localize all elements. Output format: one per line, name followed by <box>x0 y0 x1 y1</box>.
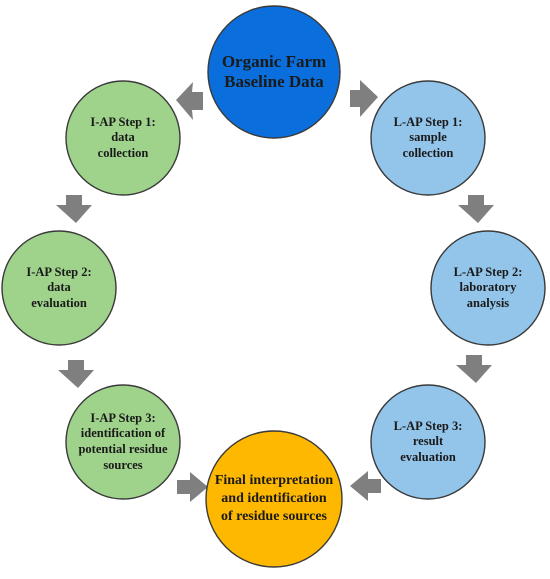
arrow-left1-to-left2 <box>56 195 92 223</box>
node-bottom-label: Final interpretation and identification … <box>214 472 334 525</box>
node-bottom-circle <box>205 430 343 568</box>
node-left1-circle <box>65 80 181 196</box>
node-left3-label: I-AP Step 3: identification of potential… <box>78 410 168 472</box>
node-right1-label: L-AP Step 1: sample collection <box>393 114 463 160</box>
node-right2-circle <box>430 230 546 346</box>
node-right3-label: L-AP Step 3: result evaluation <box>393 418 463 464</box>
arrow-top-to-left1 <box>176 82 203 120</box>
node-right2-label: L-AP Step 2: laboratory analysis <box>453 264 523 310</box>
node-left3-circle <box>65 384 181 500</box>
node-left2-circle <box>1 230 117 346</box>
node-right3-circle <box>370 384 486 500</box>
node-top-circle <box>207 5 341 139</box>
arrow-top-to-right1 <box>350 80 378 117</box>
arrow-right3-to-bottom <box>350 471 381 501</box>
arrow-right1-to-right2 <box>458 195 494 223</box>
node-left2-label: I-AP Step 2: data evaluation <box>26 264 92 310</box>
arrow-left3-to-bottom <box>177 472 208 502</box>
node-right1-circle <box>370 80 486 196</box>
node-top-label: Organic Farm Baseline Data <box>221 51 327 91</box>
node-left1-label: I-AP Step 1: data collection <box>90 114 156 160</box>
arrow-right2-to-right3 <box>456 355 492 383</box>
arrow-left2-to-left3 <box>58 360 94 388</box>
